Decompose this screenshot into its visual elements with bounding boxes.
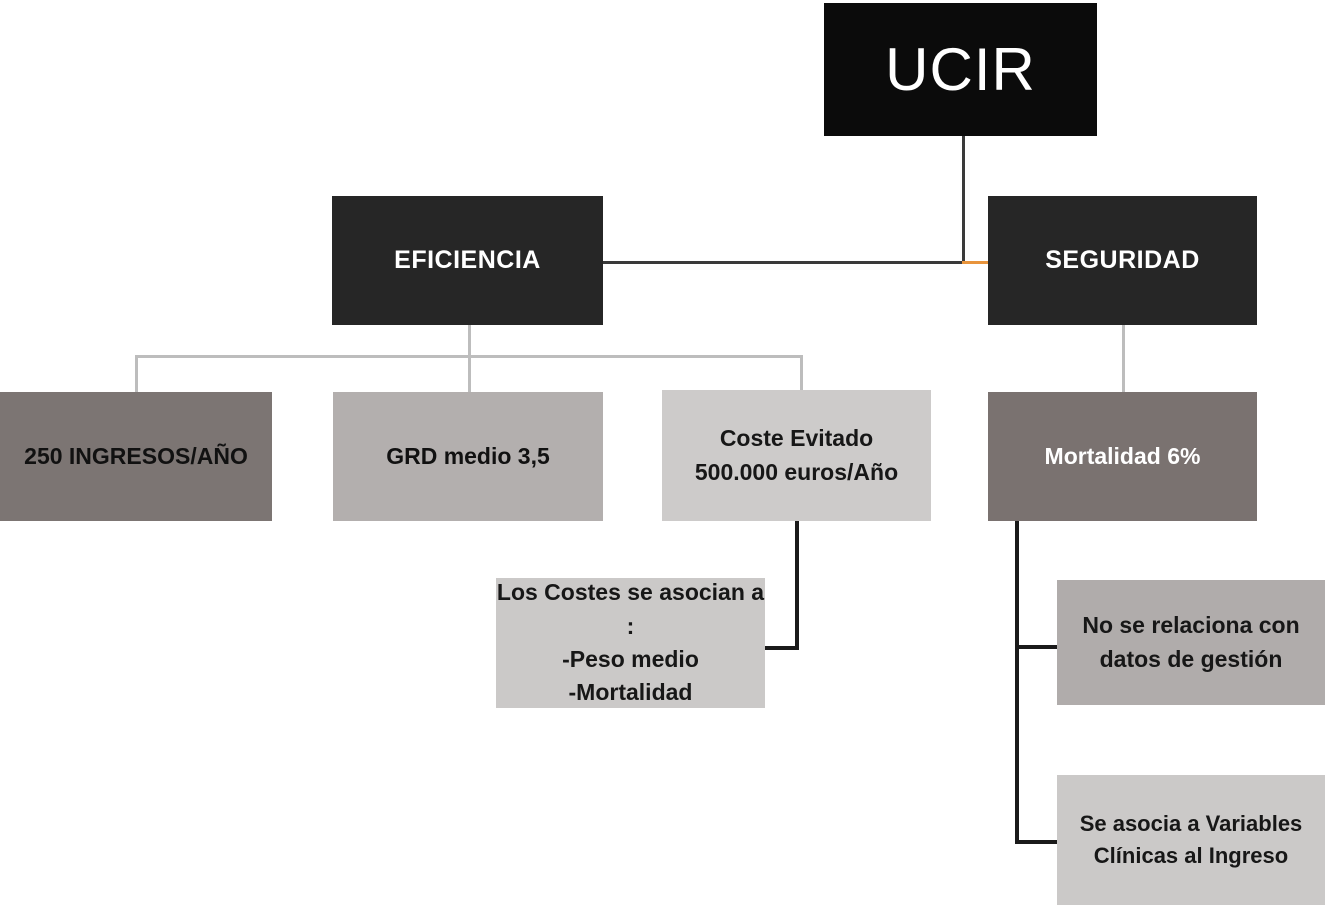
node-variables-clinicas[interactable]: Se asocia a Variables Clínicas al Ingres…: [1057, 775, 1325, 905]
node-coste-evitado[interactable]: Coste Evitado 500.000 euros/Año: [662, 390, 931, 521]
connector-mortalidad-to-variables: [1015, 840, 1057, 844]
connector-root-vertical: [962, 135, 965, 262]
node-ingresos[interactable]: 250 INGRESOS/AÑO: [0, 392, 272, 521]
node-variables-clinicas-label: Se asocia a Variables Clínicas al Ingres…: [1079, 811, 1303, 868]
connector-eficiencia-to-coste: [800, 355, 803, 392]
connector-eficiencia-to-ingresos: [135, 355, 138, 392]
node-coste-evitado-label: Coste Evitado 500.000 euros/Año: [694, 425, 899, 485]
node-eficiencia[interactable]: EFICIENCIA: [332, 196, 603, 325]
node-seguridad[interactable]: SEGURIDAD: [988, 196, 1257, 325]
node-costes-asociados[interactable]: Los Costes se asocian a : -Peso medio -M…: [496, 578, 765, 708]
node-ucir-label: UCIR: [885, 36, 1036, 103]
node-costes-asociados-label: Los Costes se asocian a : -Peso medio -M…: [496, 579, 765, 706]
connector-eficiencia-drop: [468, 325, 471, 392]
node-seguridad-label: SEGURIDAD: [1045, 246, 1200, 275]
connector-eficiencia-bus: [135, 355, 801, 358]
connector-coste-to-costes: [765, 646, 799, 650]
connector-seguridad-accent: [962, 261, 989, 264]
connector-mortalidad-spine: [1015, 521, 1019, 843]
node-ingresos-label: 250 INGRESOS/AÑO: [24, 442, 248, 469]
connector-seguridad-to-mortalidad: [1122, 325, 1125, 392]
node-no-relaciona-label: No se relaciona con datos de gestión: [1082, 612, 1300, 672]
node-mortalidad-label: Mortalidad 6%: [1044, 442, 1201, 469]
connector-mortalidad-to-no-relaciona: [1015, 645, 1057, 649]
connector-trunk-horizontal: [603, 261, 964, 264]
node-eficiencia-label: EFICIENCIA: [394, 246, 541, 275]
connector-coste-drop: [795, 521, 799, 649]
node-no-relaciona[interactable]: No se relaciona con datos de gestión: [1057, 580, 1325, 705]
node-grd-label: GRD medio 3,5: [386, 442, 550, 469]
node-mortalidad[interactable]: Mortalidad 6%: [988, 392, 1257, 521]
node-ucir[interactable]: UCIR: [824, 3, 1097, 136]
node-grd[interactable]: GRD medio 3,5: [333, 392, 603, 521]
